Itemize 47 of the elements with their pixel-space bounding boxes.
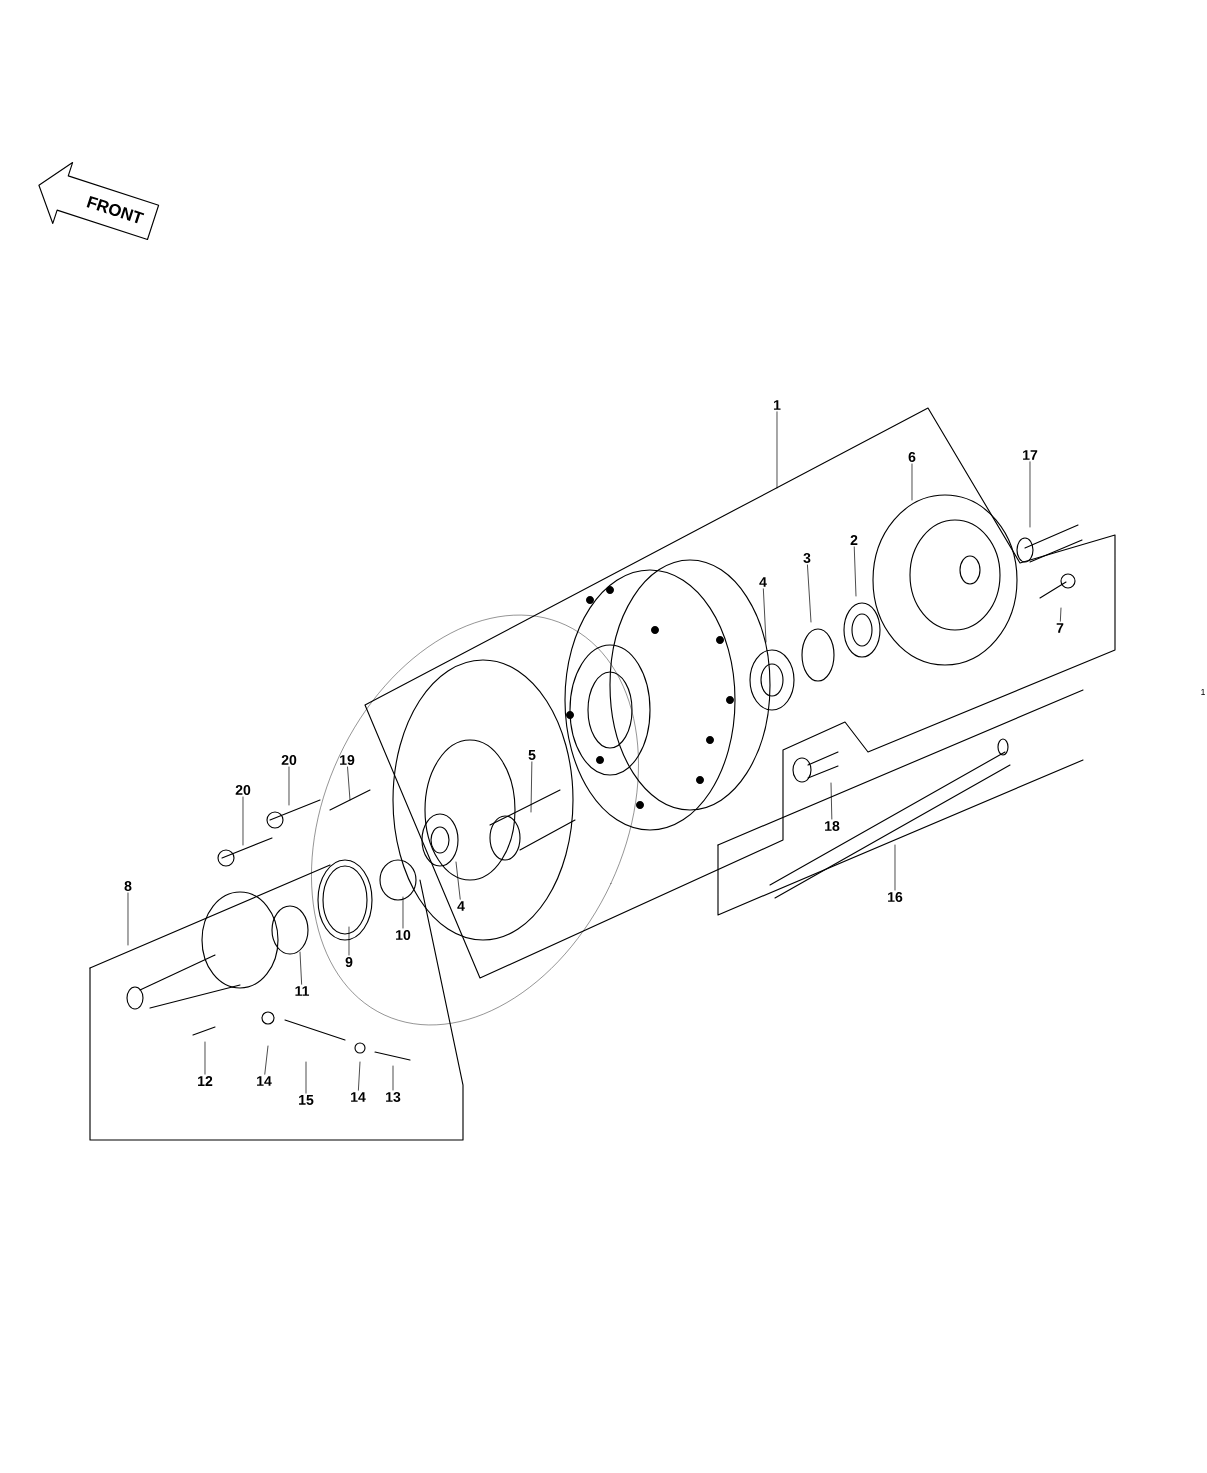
callout-number: 18 (825, 821, 840, 831)
leader-line (807, 564, 812, 623)
callout-number: 20 (281, 755, 297, 765)
leader-line (305, 1061, 307, 1094)
leader-line (894, 844, 896, 891)
callout-number: 14 (257, 1076, 272, 1086)
leader-line (830, 782, 833, 820)
callout-number: 13 (386, 1092, 401, 1102)
callout-number: 3 (803, 553, 811, 563)
callout-number: 16 (888, 892, 903, 902)
leader-line (242, 796, 244, 846)
callout-number: 1 (1201, 689, 1205, 695)
leader-line (288, 766, 290, 806)
leader-line (348, 926, 350, 956)
callout-number: 8 (124, 881, 132, 891)
callout-number: 7 (1056, 623, 1064, 633)
callout-number: 20 (235, 785, 251, 795)
callout-number: 14 (351, 1092, 366, 1102)
callout-number: 9 (345, 957, 353, 967)
leader-line (127, 892, 129, 946)
leader-line (358, 1061, 361, 1091)
leader-line (1060, 607, 1062, 622)
callout-number: 11 (295, 986, 310, 996)
leader-line (776, 411, 778, 489)
callout-number: 4 (759, 577, 767, 587)
callout-number: 2 (850, 535, 858, 545)
callout-number: 17 (1023, 450, 1038, 460)
callout-number: 6 (908, 452, 916, 462)
leader-line (911, 463, 913, 501)
callout-number: 15 (299, 1095, 314, 1105)
callout-number: 19 (340, 755, 355, 765)
leader-line (299, 951, 302, 985)
leader-line (264, 1045, 269, 1075)
leader-line (853, 546, 857, 597)
callout-number: 12 (198, 1076, 213, 1086)
leader-line (455, 861, 461, 900)
leader-line (392, 1065, 394, 1091)
leader-line (204, 1041, 206, 1075)
leader-line (402, 896, 404, 929)
leader-line (347, 766, 351, 801)
callout-number: 5 (528, 750, 536, 760)
callout-number: 4 (457, 901, 465, 911)
leader-line (530, 761, 533, 813)
callout-number: 1 (773, 400, 781, 410)
callout-number: 10 (396, 930, 411, 940)
leader-line (763, 588, 767, 643)
leader-line (1029, 461, 1031, 528)
